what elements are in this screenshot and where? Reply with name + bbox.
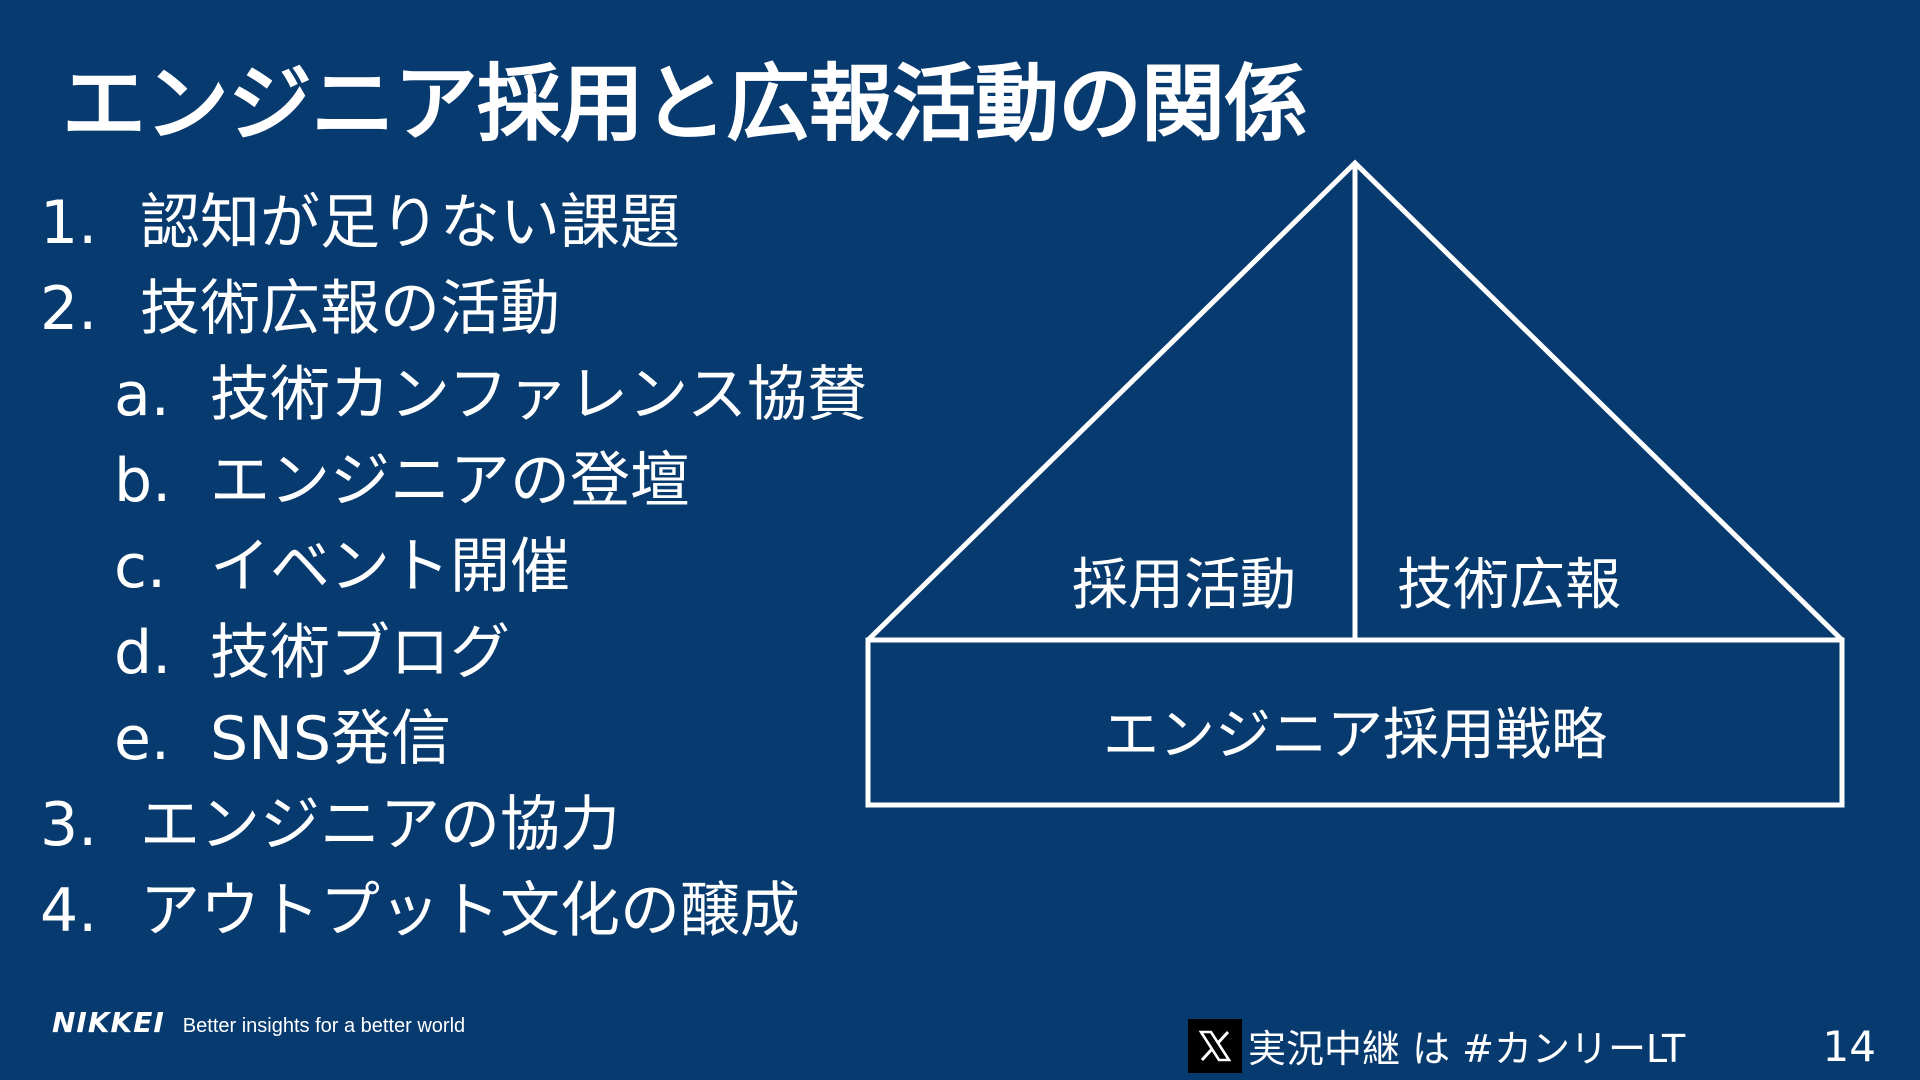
agenda-text: 認知が足りない課題: [140, 188, 680, 258]
agenda-text: エンジニアの登壇: [210, 446, 690, 516]
agenda-text: 技術カンファレンス協賛: [210, 360, 867, 430]
agenda-subitem: d. 技術ブログ: [40, 610, 867, 696]
nikkei-logo: NIKKEI: [52, 1006, 165, 1039]
agenda-text: 技術広報の活動: [140, 274, 560, 344]
agenda-marker: e.: [114, 704, 170, 774]
agenda-marker: b.: [114, 446, 172, 516]
agenda-text: 技術ブログ: [210, 618, 510, 688]
agenda-text: イベント開催: [210, 532, 570, 602]
agenda-marker: c.: [114, 532, 167, 602]
house-diagram-lines: [865, 159, 1845, 808]
foundation-label: エンジニア採用戦略: [1103, 703, 1607, 768]
page-number: 14: [1822, 1022, 1876, 1071]
house-diagram: 採用活動 技術広報 エンジニア採用戦略: [860, 155, 1850, 815]
roof-left-label: 採用活動: [1072, 553, 1296, 618]
agenda-marker: 4.: [40, 876, 98, 946]
agenda-text: エンジニアの協力: [140, 790, 620, 860]
roof-right-label: 技術広報: [1397, 553, 1621, 618]
agenda-subitem: a. 技術カンファレンス協賛: [40, 352, 867, 438]
brand-tagline: Better insights for a better world: [182, 1015, 466, 1037]
agenda-text: SNS発信: [210, 704, 452, 774]
agenda-marker: 1.: [40, 188, 98, 258]
agenda-marker: 2.: [40, 274, 98, 344]
agenda-marker: a.: [114, 360, 170, 430]
agenda-marker: 3.: [40, 790, 98, 860]
agenda-list: 1. 認知が足りない課題 2. 技術広報の活動 a. 技術カンファレンス協賛 b. エン…: [40, 180, 867, 954]
agenda-item: 3. エンジニアの協力: [40, 782, 867, 868]
hashtag-text: 実況中継 は #カンリーLT: [1248, 1027, 1686, 1071]
live-hashtag: 実況中継 は #カンリーLT: [1188, 1018, 1685, 1073]
slide-title: エンジニア採用と広報活動の関係: [62, 55, 1308, 153]
foundation-box: [865, 637, 1845, 808]
agenda-marker: d.: [114, 618, 172, 688]
agenda-item: 2. 技術広報の活動: [40, 266, 867, 352]
agenda-item: 4. アウトプット文化の醸成: [40, 868, 867, 954]
footer-brand: NIKKEI Better insights for a better worl…: [52, 1006, 465, 1039]
agenda-subitem: c. イベント開催: [40, 524, 867, 610]
agenda-item: 1. 認知が足りない課題: [40, 180, 867, 266]
agenda-subitem: e. SNS発信: [40, 696, 867, 782]
x-logo-icon: [1188, 1018, 1242, 1073]
agenda-subitem: b. エンジニアの登壇: [40, 438, 867, 524]
agenda-text: アウトプット文化の醸成: [140, 876, 800, 946]
